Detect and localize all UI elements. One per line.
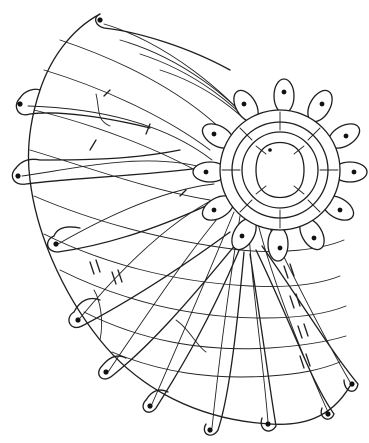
ring-flower: [193, 79, 367, 261]
